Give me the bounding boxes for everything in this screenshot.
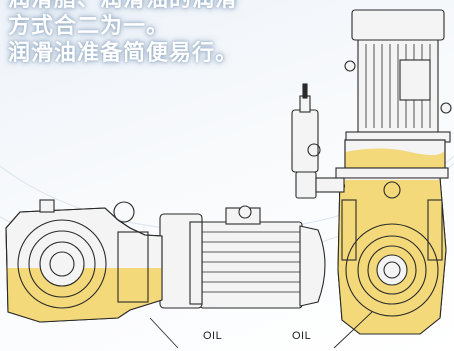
fan-cover xyxy=(299,225,326,307)
lubricator-reservoir xyxy=(291,109,319,173)
motor-body xyxy=(199,221,303,309)
headline-line-2: 方式合二为一。 xyxy=(8,14,170,39)
output-shaft xyxy=(376,254,408,286)
output-flange xyxy=(17,219,107,309)
lifting-eye xyxy=(440,102,452,114)
left-gear-motor xyxy=(5,199,326,323)
mounting-plate xyxy=(335,167,449,179)
headline-line-1: 润滑脂、润滑油的润滑 xyxy=(8,0,238,13)
lifting-eye xyxy=(238,205,252,219)
output-flange xyxy=(345,223,439,317)
lubrication-unit xyxy=(291,83,345,199)
oil-leader-lines xyxy=(149,311,373,349)
headline: 润滑脂、润滑油的润滑 方式合二为一。 润滑油准备简便易行。 xyxy=(8,0,238,67)
oil-leader-left xyxy=(149,317,179,349)
headline-line-3: 润滑油准备简便易行。 xyxy=(8,41,239,66)
housing-rib xyxy=(117,231,149,303)
oil-fill-left xyxy=(6,268,162,322)
lifting-eye xyxy=(344,60,356,72)
oil-level-top xyxy=(345,148,445,168)
housing-rib xyxy=(341,199,357,261)
oil-label-left: OIL xyxy=(203,330,223,342)
right-gear-motor xyxy=(291,9,452,335)
output-shaft xyxy=(39,241,85,287)
housing-rib xyxy=(427,199,443,261)
cooling-fins xyxy=(202,231,300,293)
oil-label-right: OIL xyxy=(292,330,312,342)
oil-leader-right xyxy=(333,311,373,349)
terminal-box xyxy=(399,59,431,101)
fan-cover xyxy=(351,9,445,41)
